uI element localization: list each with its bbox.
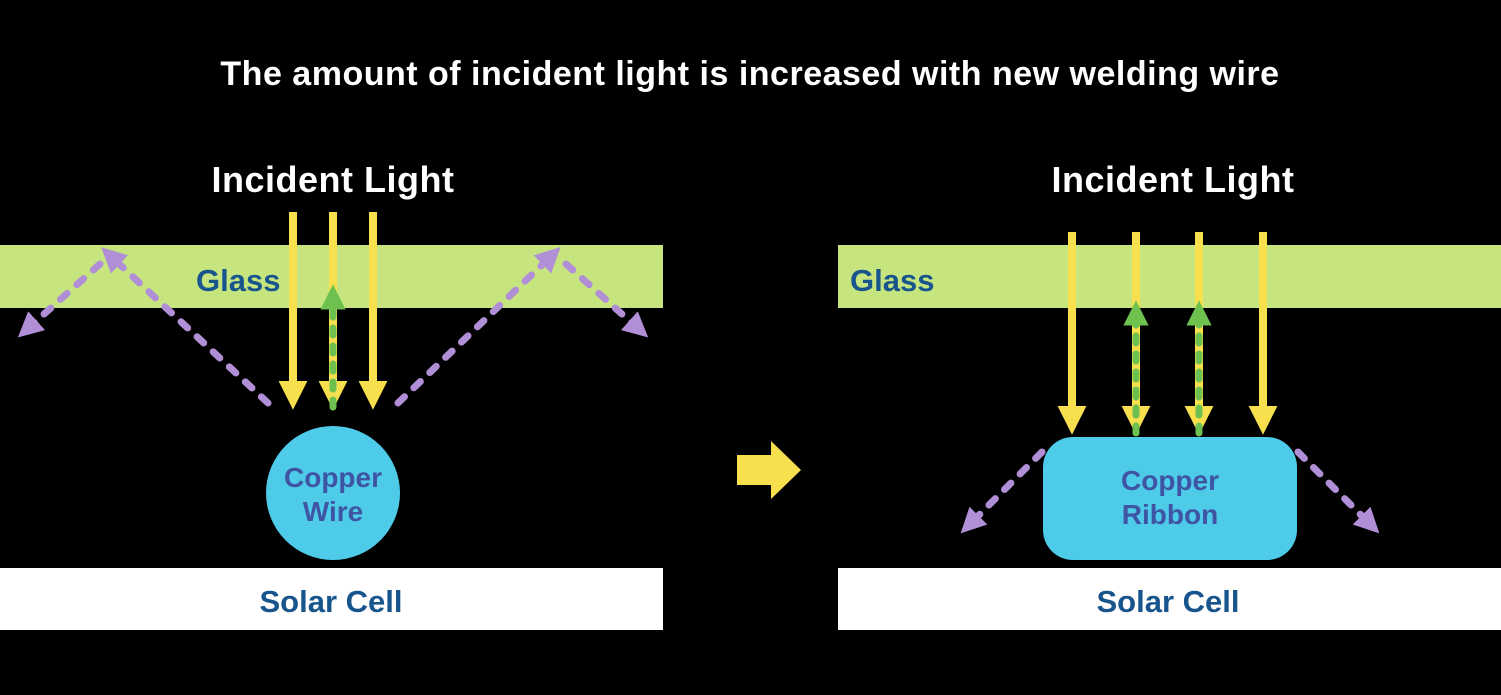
lost-light-arrow (1294, 448, 1380, 534)
glass-label: Glass (850, 263, 934, 298)
solar-cell-bar (838, 568, 1501, 630)
right-panel: Incident Light Glass Copper Ribbon Solar… (838, 159, 1501, 630)
copper-ribbon-label-line1: Copper (1121, 465, 1219, 496)
incident-light-label: Incident Light (212, 159, 455, 200)
lost-light-arrow (101, 247, 272, 407)
lost-light-arrow (960, 448, 1046, 534)
solar-cell-label: Solar Cell (260, 584, 403, 619)
left-panel: Incident Light Glass Copper Wire Solar C… (0, 159, 663, 630)
lost-light-arrow (562, 260, 649, 338)
copper-wire-label-line1: Copper (284, 462, 382, 493)
solar-cell-bar (0, 568, 663, 630)
copper-ribbon-rect (1043, 437, 1297, 560)
copper-wire-label-line2: Wire (303, 496, 363, 527)
copper-ribbon-label-line2: Ribbon (1122, 499, 1218, 530)
glass-label: Glass (196, 263, 280, 298)
incident-light-label: Incident Light (1052, 159, 1295, 200)
transition-right-arrow-icon (737, 441, 801, 499)
lost-light-arrow (394, 246, 561, 407)
lost-light-arrow (17, 260, 104, 338)
diagram-title: The amount of incident light is increase… (220, 55, 1279, 93)
solar-cell-label: Solar Cell (1097, 584, 1240, 619)
glass-bar (838, 245, 1501, 308)
copper-wire-circle (266, 426, 400, 560)
